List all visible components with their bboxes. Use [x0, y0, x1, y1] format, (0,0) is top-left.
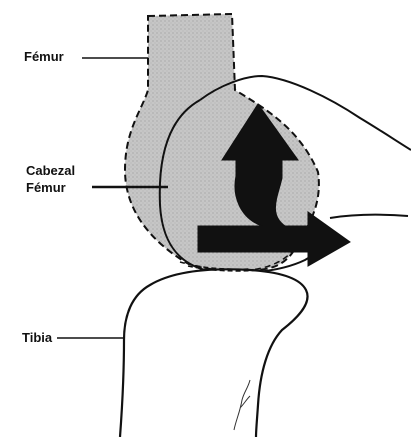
tibia-bone: [120, 269, 308, 437]
inner-arrow-segment: [236, 140, 256, 176]
tibia-label: Tibia: [22, 329, 52, 347]
femur-head-label-line1: Cabezal: [26, 162, 75, 180]
femur-label: Fémur: [24, 48, 64, 66]
femur-head-label-line2: Fémur: [26, 179, 66, 197]
lower-tissue-line: [330, 215, 408, 218]
